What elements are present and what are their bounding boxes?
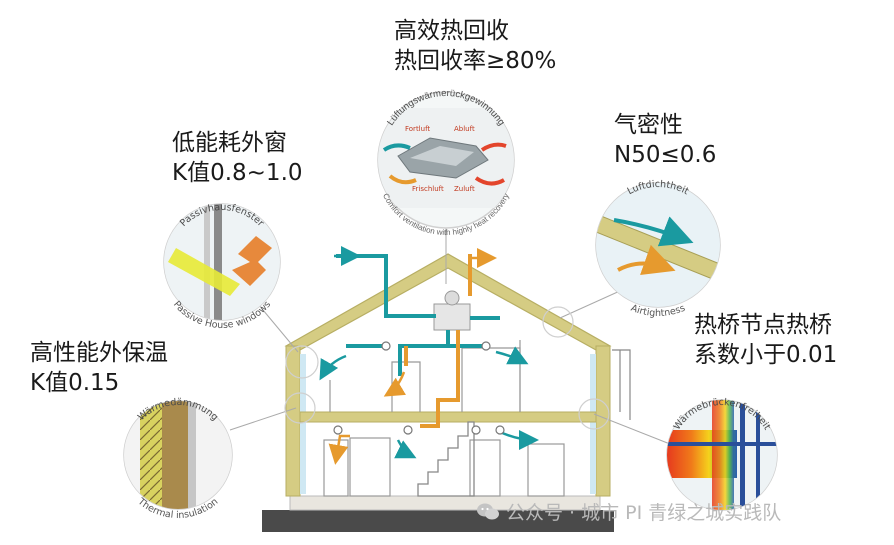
watermark: 公众号 · 城市 PI 青绿之城实践队 — [476, 498, 781, 525]
thermal-bridge-callout: Wärmebrückenfreiheit — [666, 397, 778, 511]
window-callout: Passivhausfenster Passive House windows — [163, 202, 281, 331]
unit-fan — [444, 290, 460, 306]
frischluft-label: Frischluft — [412, 185, 444, 193]
zuluft-label: Zuluft — [454, 185, 475, 193]
insulation-callout: Wärmedämmung Thermal insulation — [123, 397, 233, 521]
insulation-title: 高性能外保温 — [30, 340, 168, 366]
heat-recovery-label: 高效热回收 热回收率≥80% — [394, 16, 556, 76]
heat-recovery-title: 高效热回收 — [394, 18, 509, 44]
svg-text:Airtightness: Airtightness — [629, 303, 687, 319]
right-window-glass — [590, 354, 596, 494]
ventilation-unit — [433, 303, 471, 331]
airtight-bottom-arc: Airtightness — [629, 303, 687, 319]
hotspot-window — [285, 345, 319, 379]
abluft-label: Abluft — [454, 125, 475, 133]
bridge-label: 热桥节点热桥 系数小于0.01 — [694, 310, 837, 370]
insulation-value: K值0.15 — [30, 370, 120, 396]
ground-slab — [262, 510, 614, 532]
airtight-title: 气密性 — [614, 112, 683, 138]
heat-recovery-callout: Lüftungswärmerückgewinnung Comfort venti… — [377, 88, 515, 237]
bridge-title: 热桥节点热桥 — [694, 312, 832, 338]
left-window-glass — [300, 354, 306, 494]
airtight-label: 气密性 N50≤0.6 — [614, 110, 716, 170]
fortluft-label: Fortluft — [405, 125, 430, 133]
hotspot-insulation — [284, 392, 316, 424]
window-title: 低能耗外窗 — [172, 130, 287, 156]
staircase — [417, 421, 475, 497]
watermark-text: 公众号 · 城市 PI 青绿之城实践队 — [506, 502, 782, 524]
insulation-label: 高性能外保温 K值0.15 — [30, 338, 168, 398]
heat-recovery-value: 热回收率≥80% — [394, 48, 557, 74]
hotspot-bridge — [578, 398, 610, 430]
house-section — [262, 246, 631, 532]
bridge-value: 系数小于0.01 — [694, 342, 838, 368]
window-label: 低能耗外窗 K值0.8~1.0 — [172, 128, 303, 188]
hotspot-airtight — [542, 306, 574, 338]
airtight-callout: Luftdichtheit Airtightness — [595, 179, 721, 319]
exhaust-air-ducts — [404, 254, 472, 428]
window-value: K值0.8~1.0 — [172, 160, 303, 186]
airtight-value: N50≤0.6 — [614, 142, 717, 168]
wechat-icon — [477, 503, 499, 519]
floor-slab — [299, 411, 597, 423]
